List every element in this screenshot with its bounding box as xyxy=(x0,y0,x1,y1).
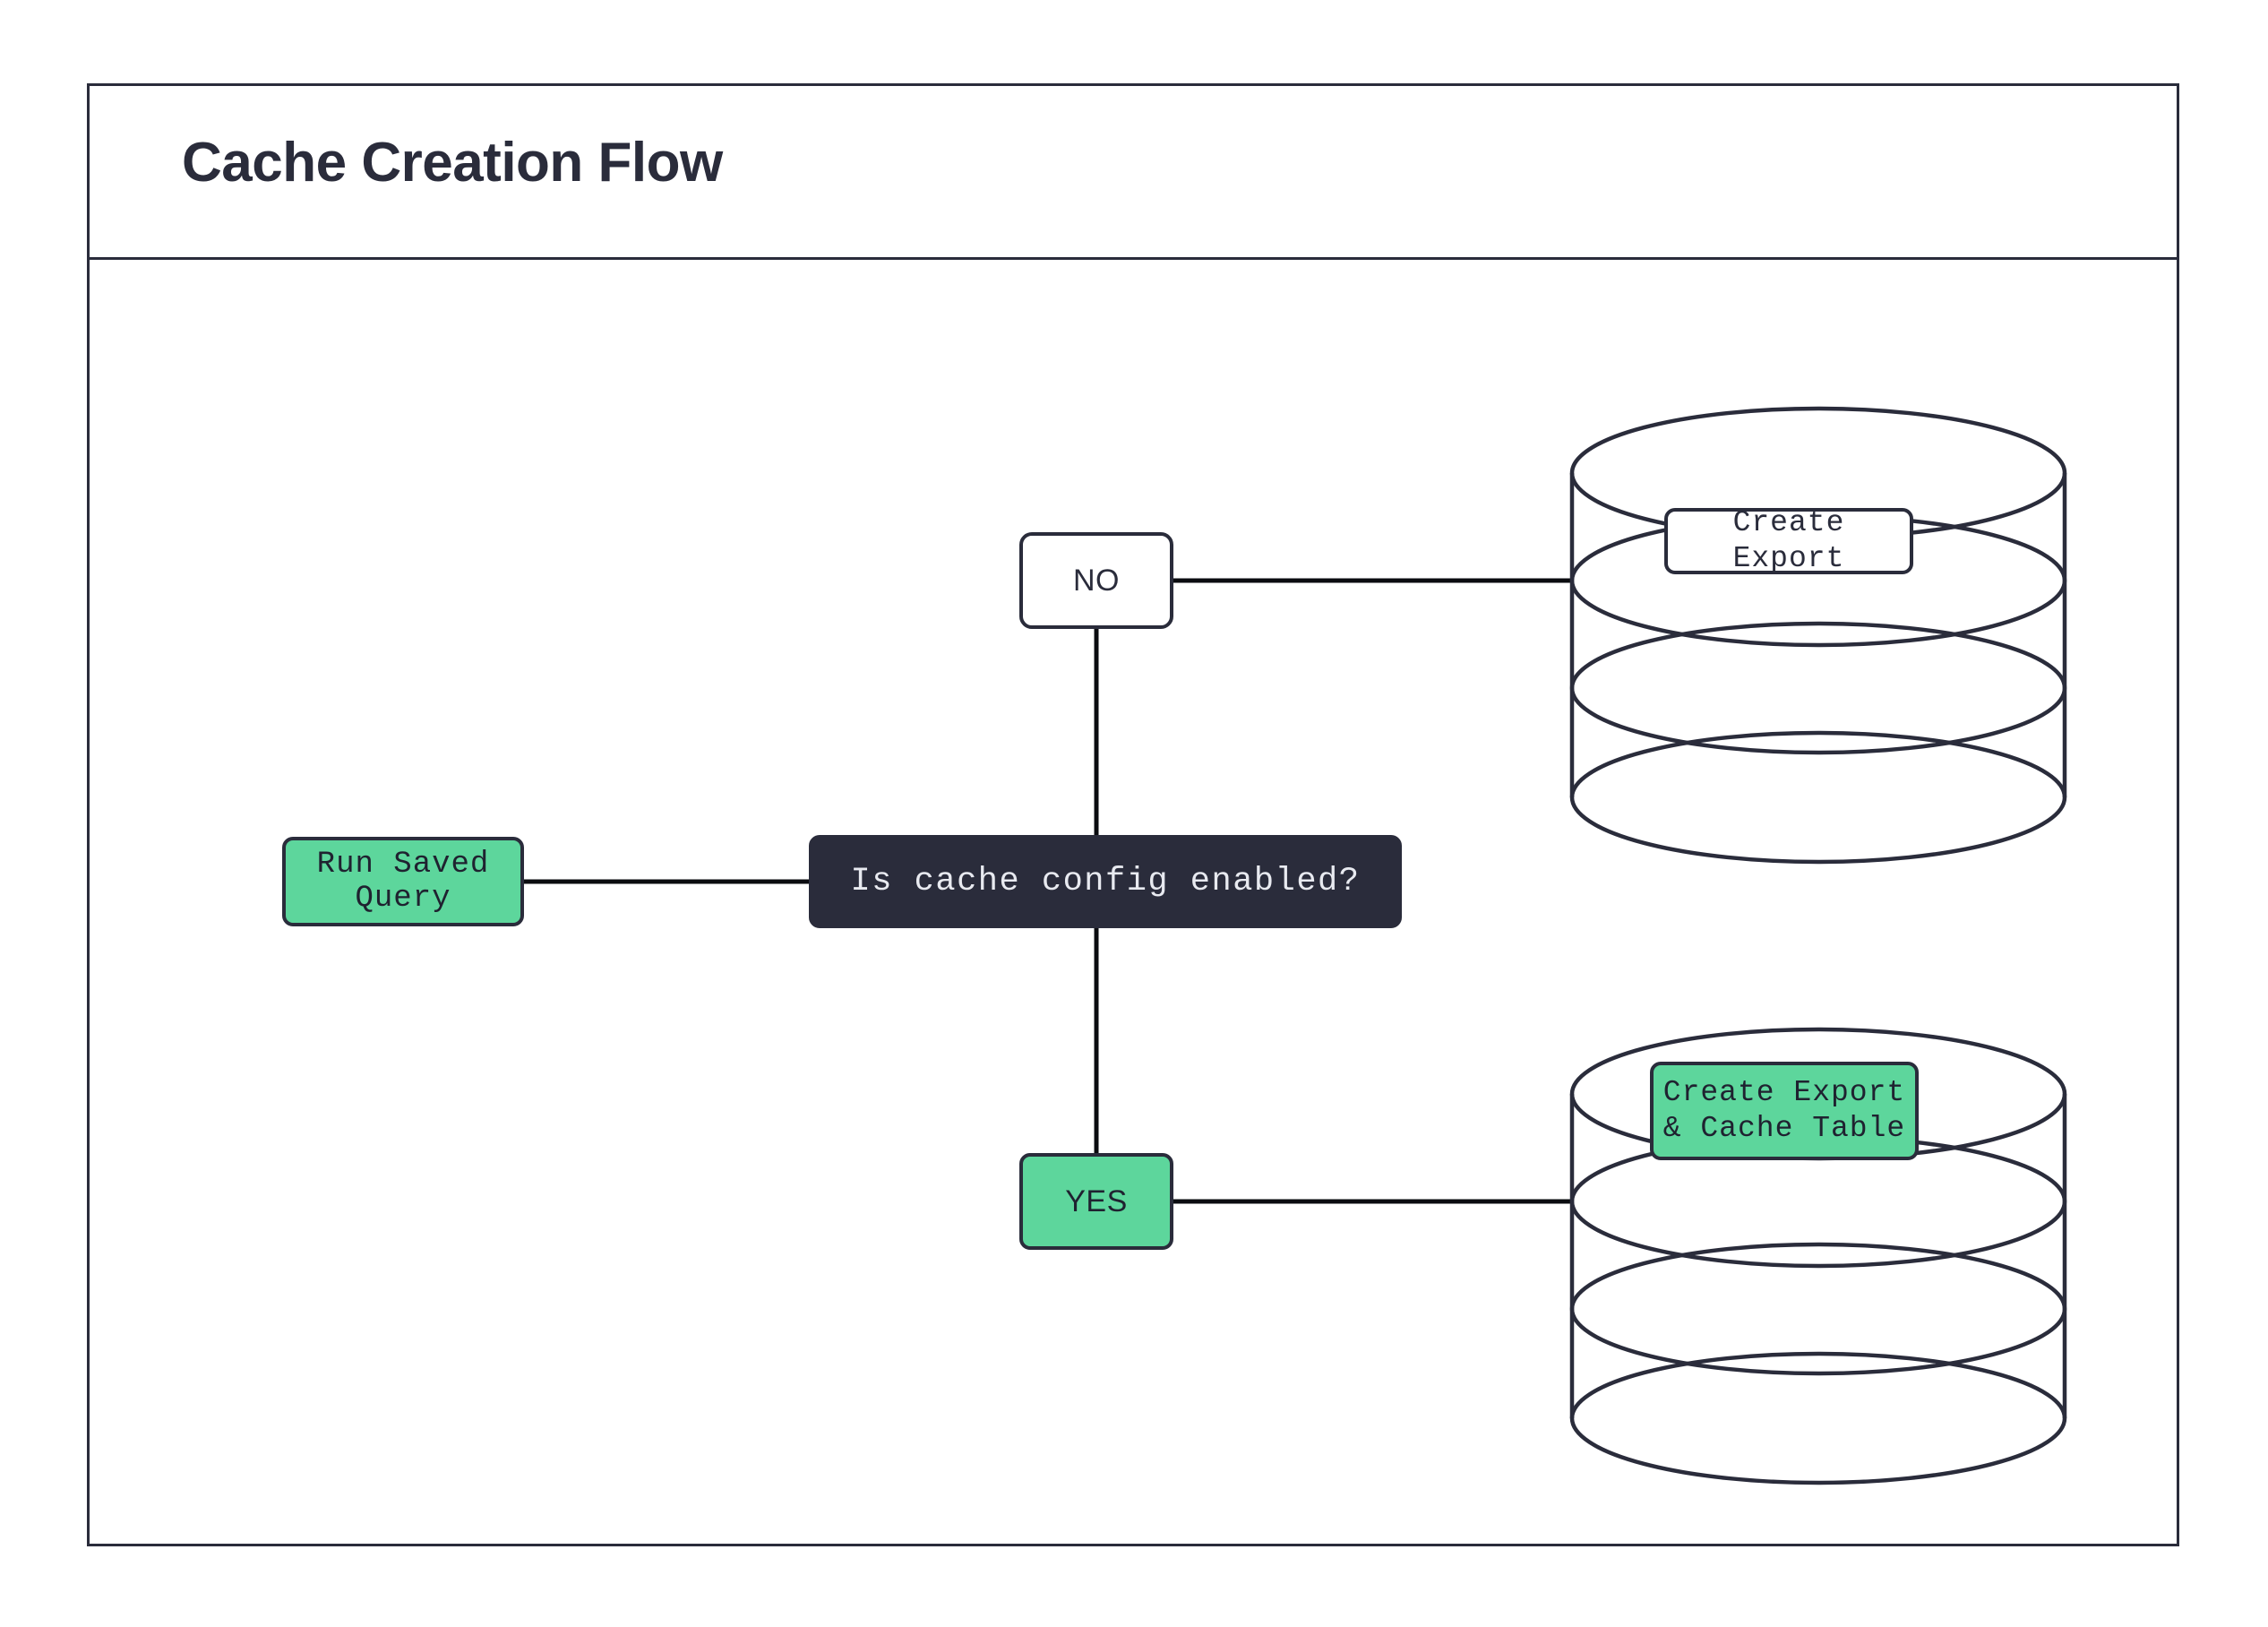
node-run-saved-query[interactable]: Run Saved Query xyxy=(282,837,524,926)
node-create-export-and-cache-table[interactable]: Create Export & Cache Table xyxy=(1650,1062,1919,1160)
page-title: Cache Creation Flow xyxy=(182,132,723,194)
database-cylinder-top xyxy=(1569,406,2067,865)
diagram-canvas: Run Saved Query Is cache config enabled?… xyxy=(90,260,2177,1546)
node-branch-yes[interactable]: YES xyxy=(1019,1153,1173,1250)
node-create-export[interactable]: Create Export xyxy=(1664,506,1913,575)
diagram-header: Cache Creation Flow xyxy=(90,86,2177,260)
node-decision-is-cache-config-enabled[interactable]: Is cache config enabled? xyxy=(809,835,1402,928)
node-branch-no[interactable]: NO xyxy=(1019,532,1173,629)
diagram-frame: Cache Creation Flow xyxy=(87,83,2179,1546)
